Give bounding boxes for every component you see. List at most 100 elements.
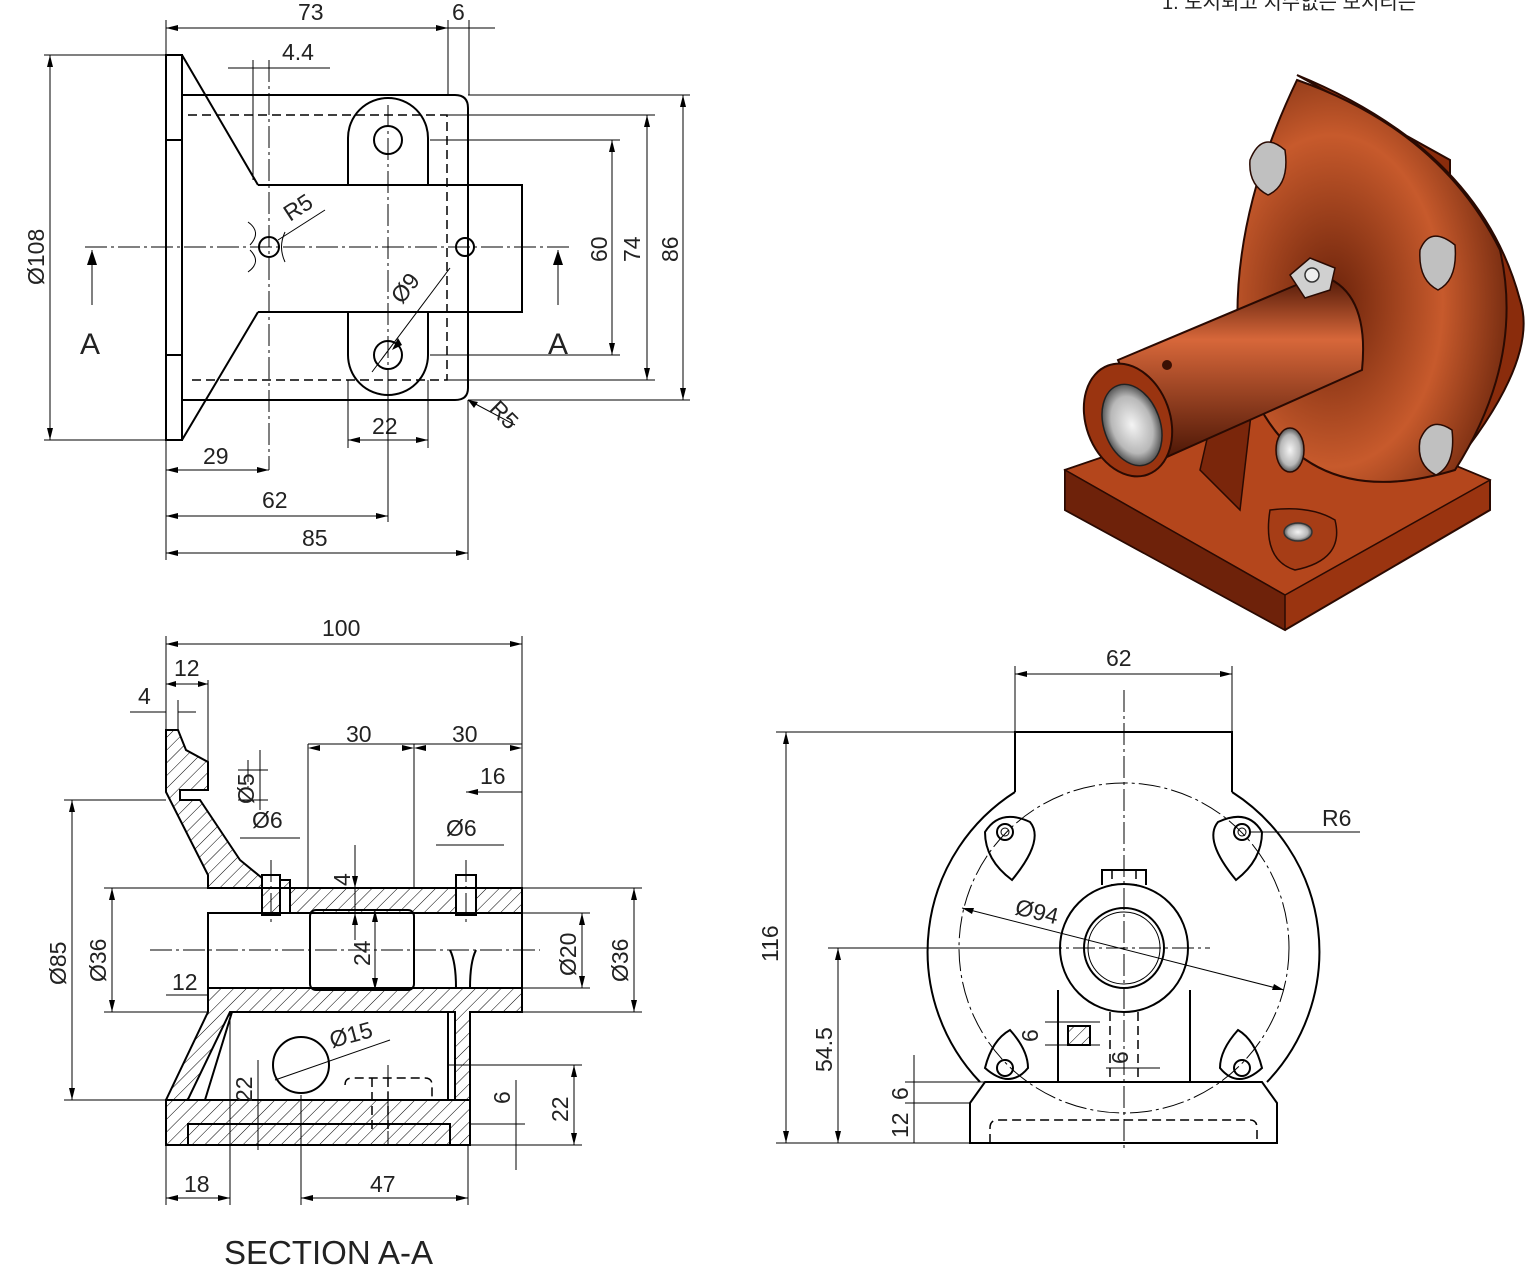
dim-30b: 30 <box>452 721 478 747</box>
leader-r5a <box>277 209 326 241</box>
dim-116-lines <box>776 731 1015 1144</box>
dim-36b-lines <box>522 887 642 1013</box>
dim-r5a: R5 <box>279 188 318 226</box>
dim-62f-lines <box>1014 666 1233 732</box>
section-base-hatch <box>165 1099 471 1146</box>
hole-fillet-lines <box>247 221 286 273</box>
dim-30a: 30 <box>346 721 372 747</box>
render-ear-3 <box>1418 423 1454 476</box>
dim-d6b: Ø6 <box>446 815 477 841</box>
dim-85-lines <box>166 400 469 560</box>
dim-100: 100 <box>322 615 360 641</box>
base-recess <box>187 1123 451 1146</box>
top-boss-outline <box>258 184 523 313</box>
front-rib <box>1057 990 1191 1082</box>
dim-47-lines <box>300 1095 469 1205</box>
render-flange-face <box>1236 78 1508 483</box>
dim-36-lines <box>104 887 208 1013</box>
dim-6f: 6 <box>887 1087 913 1100</box>
dim-4-4: 4.4 <box>282 39 314 65</box>
render-ear-1 <box>1249 141 1287 196</box>
render-small-hole <box>1162 360 1172 370</box>
general-note-text: 1. 도시되고 치수없는 모서리는 <box>1162 0 1416 14</box>
leader-d9 <box>371 267 451 373</box>
dim-22: 22 <box>372 413 398 439</box>
dim-6v: 6 <box>489 1091 515 1104</box>
dim-108: Ø108 <box>23 229 49 285</box>
dim-54-5: 54.5 <box>811 1027 837 1072</box>
front-ear-lugs <box>983 815 1264 1080</box>
dim-d5-lines <box>238 750 268 810</box>
dim-60-lines <box>430 139 620 356</box>
dim-62-lines <box>166 380 389 522</box>
dim-4-4-lines <box>228 60 330 180</box>
dim-74: 74 <box>619 236 645 262</box>
dim-6-front: 6 <box>1017 1029 1043 1042</box>
dim-22b-lines <box>448 1064 582 1146</box>
dim-30-lines <box>307 743 522 888</box>
dim-16: 16 <box>480 763 506 789</box>
section-cavity <box>203 1011 449 1101</box>
dim-60: 60 <box>586 236 612 262</box>
dim-24: 24 <box>349 940 375 966</box>
dim-6v-lines <box>470 1080 525 1170</box>
dim-d36b: Ø36 <box>607 939 633 982</box>
dim-74-lines <box>447 114 655 381</box>
dim-4v: 4 <box>329 873 355 886</box>
section-view: 100 12 4 30 30 16 Ø5 Ø6 Ø6 4 Ø85 Ø36 24 <box>45 615 642 1269</box>
dim-12f: 12 <box>887 1112 913 1138</box>
dim-r5b: R5 <box>484 395 523 434</box>
dim-85: 85 <box>302 525 328 551</box>
render-base-side <box>1064 468 1286 632</box>
top-rib-lines <box>181 54 259 441</box>
dim-d36a: Ø36 <box>85 939 111 982</box>
render-ear-2 <box>1419 235 1457 291</box>
dim-22b: 22 <box>547 1096 573 1122</box>
dim-d5: Ø5 <box>233 773 259 804</box>
render-front-lug-hole <box>1283 522 1313 542</box>
dim-20-lines <box>522 912 590 989</box>
front-top-lug-hole <box>1111 870 1137 885</box>
front-view: 62 R6 116 Ø94 54.5 12 6 6 6 <box>757 645 1360 1150</box>
dim-85s-lines <box>64 799 166 1101</box>
hidden-lug <box>344 1077 433 1100</box>
section-flange-rib-hatch <box>165 729 263 889</box>
dim-73-6-lines <box>165 20 495 95</box>
dim-86: 86 <box>657 236 683 262</box>
top-base-outline <box>182 94 469 401</box>
dim-12b: 12 <box>172 969 198 995</box>
dim-73: 73 <box>298 0 324 25</box>
render-bore <box>1101 383 1163 467</box>
isometric-render <box>1063 74 1525 632</box>
dim-86-lines <box>468 94 690 401</box>
dim-18: 18 <box>184 1171 210 1197</box>
bore-fillets <box>449 949 477 989</box>
dim-12-6-lines <box>905 1055 985 1143</box>
dim-22a: 22 <box>231 1076 257 1102</box>
dim-d94: Ø94 <box>1013 894 1062 930</box>
section-line-ticks <box>91 250 559 305</box>
dim-62: 62 <box>262 487 288 513</box>
dim-62f: 62 <box>1106 645 1132 671</box>
dim-6-front-b: 6 <box>1107 1051 1133 1064</box>
front-rib-hidden <box>1109 1012 1139 1082</box>
section-title: SECTION A-A <box>224 1234 433 1269</box>
dim-116: 116 <box>757 925 783 962</box>
small-section-hatch <box>1067 1025 1091 1046</box>
front-flange-arc <box>926 791 1321 1083</box>
top-view: A A 73 6 4.4 Ø108 R5 Ø9 60 74 86 R5 22 <box>23 0 690 560</box>
section-marker-right: A <box>548 328 568 361</box>
dim-108-lines <box>44 54 166 441</box>
flange-edge <box>166 139 182 356</box>
render-top-lug-hole <box>1304 267 1320 283</box>
section-marker-left: A <box>80 328 100 361</box>
leader-d15 <box>274 1039 391 1081</box>
dim-d85: Ø85 <box>45 942 71 985</box>
top-base-hidden <box>188 114 448 381</box>
hole-15 <box>272 1036 330 1094</box>
front-base-hidden <box>989 1119 1258 1143</box>
dim-4-lines <box>130 700 196 730</box>
dim-29: 29 <box>203 443 229 469</box>
dim-d9: Ø9 <box>385 268 424 308</box>
